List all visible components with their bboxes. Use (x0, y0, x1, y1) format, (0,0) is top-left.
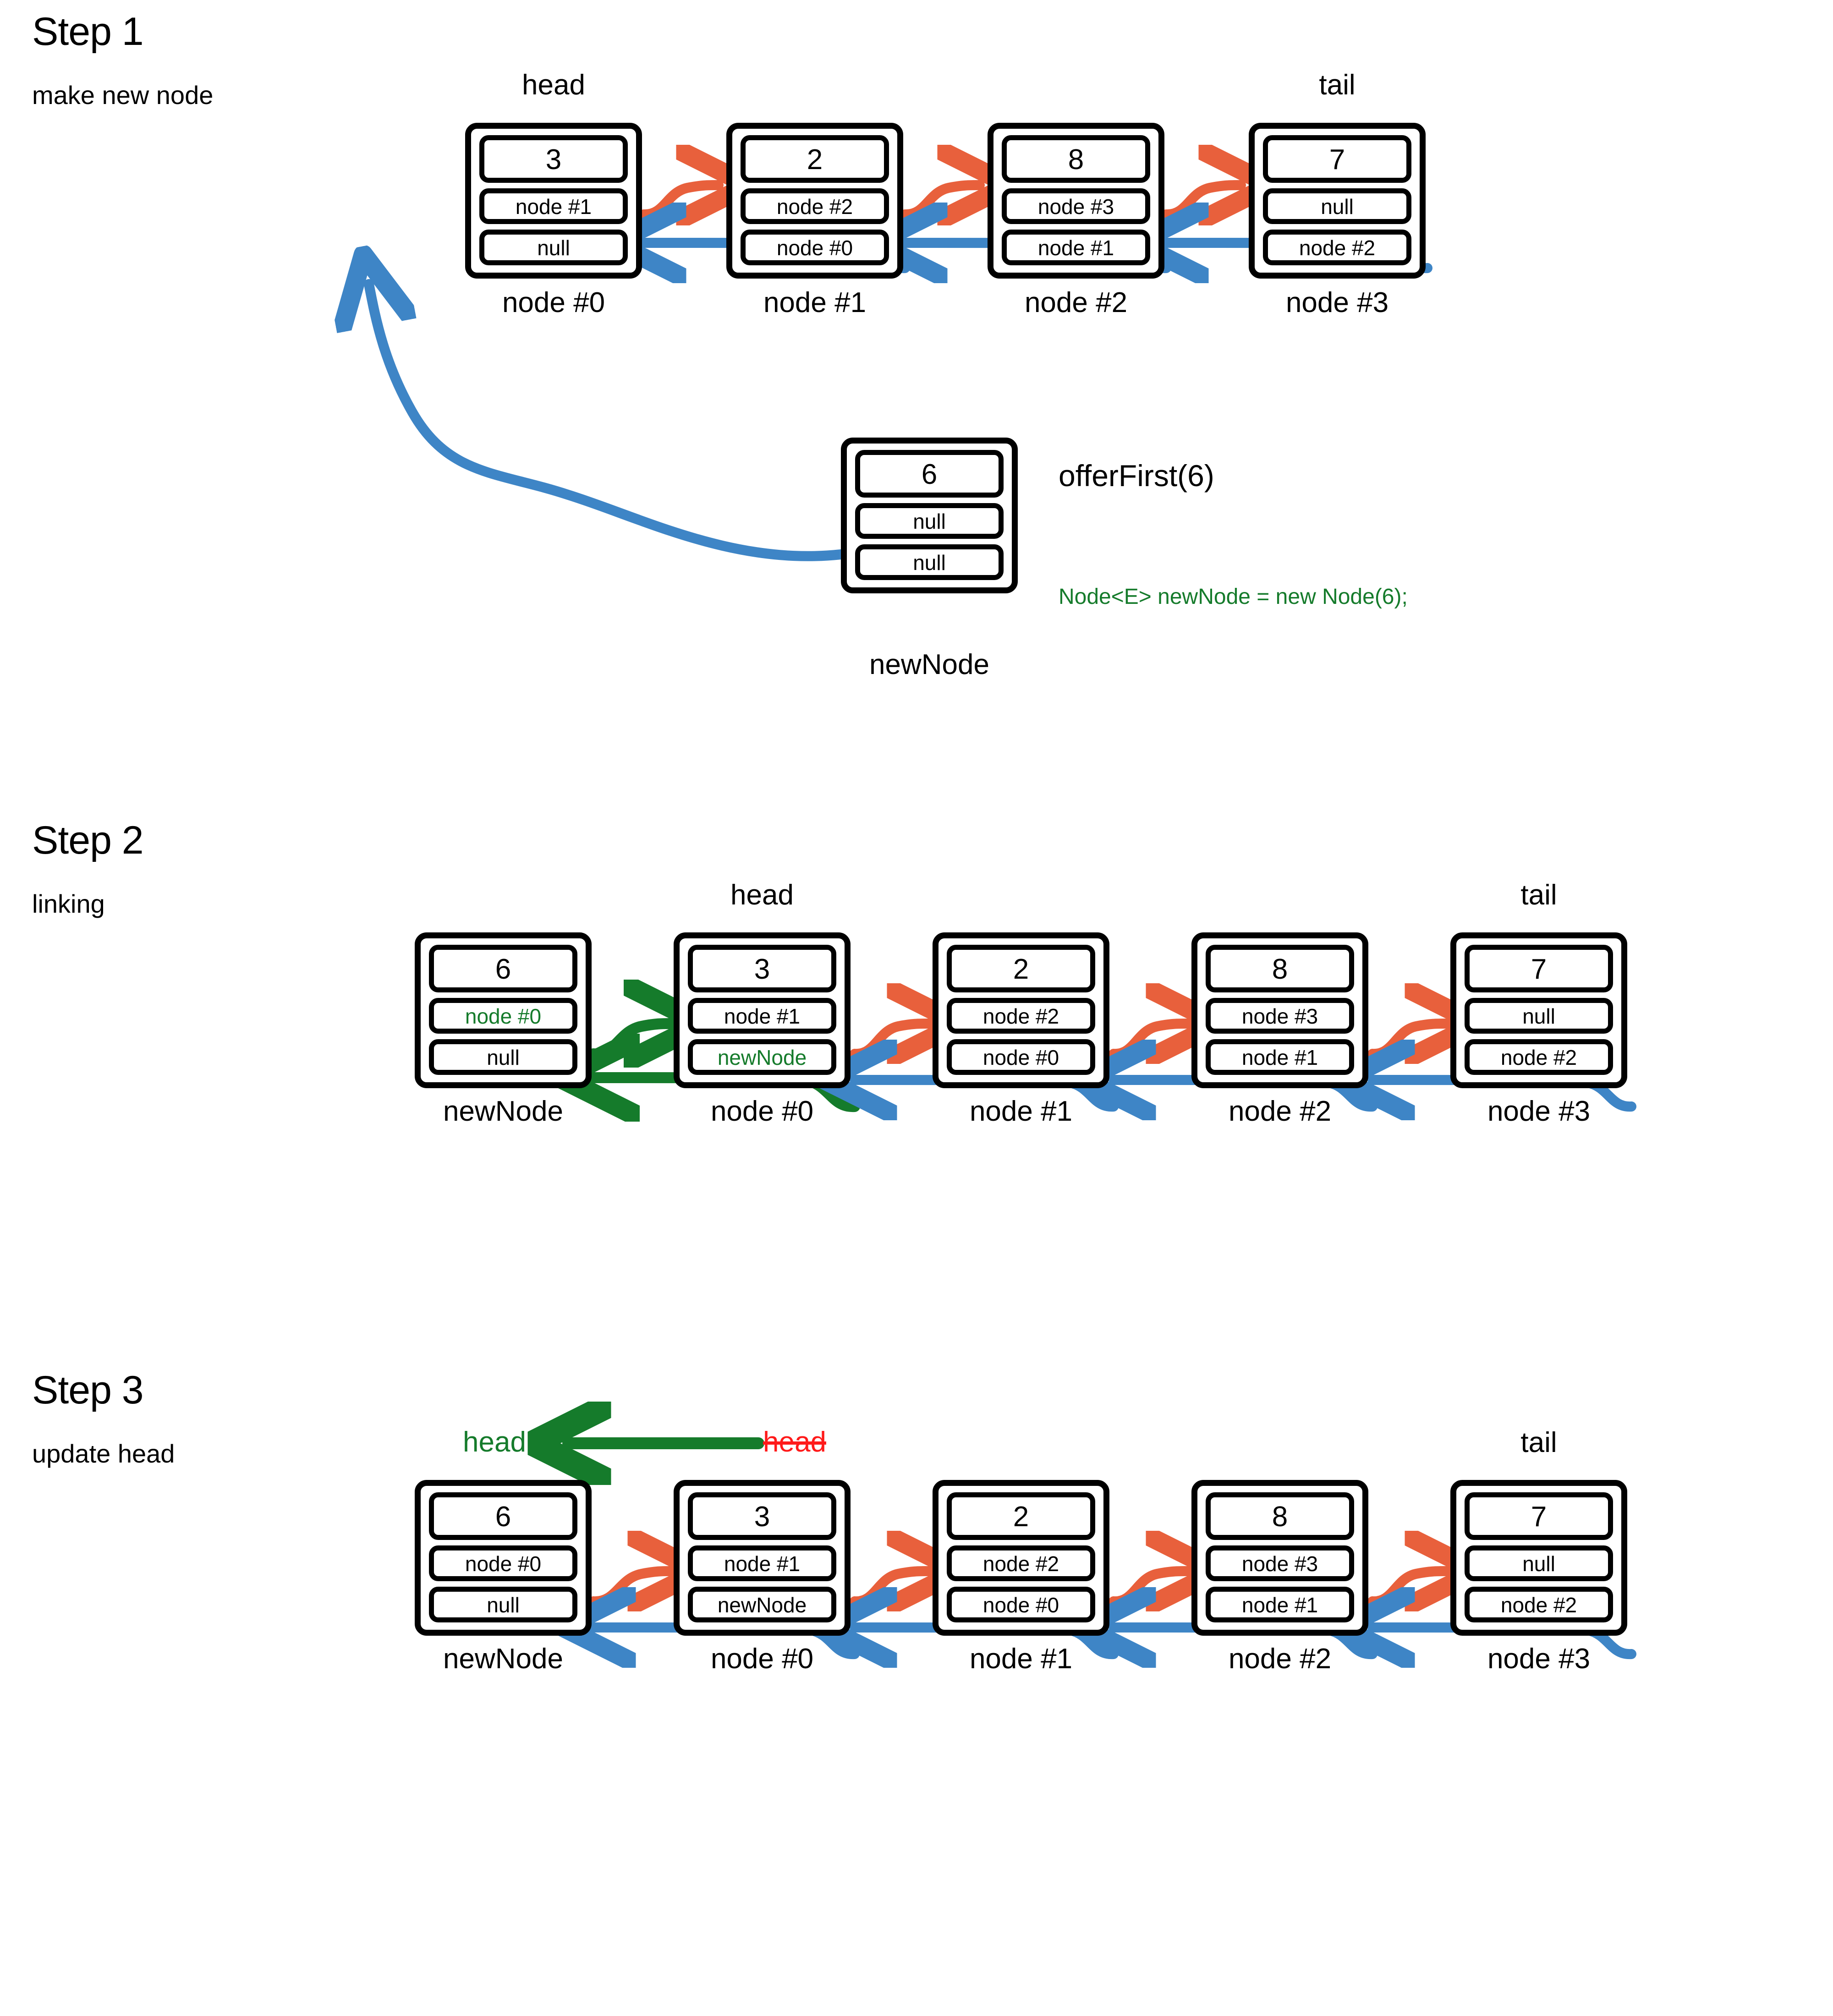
step3-node1-prev: node #0 (947, 1587, 1095, 1622)
step1-newnode-value: 6 (855, 450, 1004, 498)
step1-node3-top-label: tail (1319, 69, 1356, 101)
step2-node-2: 8 node #3 node #1 (1191, 932, 1368, 1088)
step1-node2-value: 8 (1002, 135, 1150, 183)
step2-node1-value: 2 (947, 945, 1095, 992)
step3-node1-value: 2 (947, 1492, 1095, 1540)
step3-node0-next: node #1 (688, 1545, 836, 1581)
step2-node3-next: null (1465, 998, 1613, 1034)
step2-node-1: 2 node #2 node #0 (933, 932, 1109, 1088)
step2-node3-value: 7 (1465, 945, 1613, 992)
step3-node2-next: node #3 (1206, 1545, 1354, 1581)
step2-node3-bottom-label: node #3 (1487, 1096, 1591, 1127)
step2-newnode-prev: null (429, 1039, 577, 1075)
step1-newnode-bottom-label: newNode (869, 649, 989, 680)
step2-node-0: 3 node #1 newNode (674, 932, 851, 1088)
step1-node-1: 2 node #2 node #0 (726, 123, 903, 279)
step2-node-3: 7 null node #2 (1450, 932, 1627, 1088)
step1-node3-prev: node #2 (1263, 230, 1411, 265)
step-2-subtitle: linking (32, 889, 105, 918)
step3-head-new-label: head (463, 1426, 526, 1458)
step1-newnode-link-arrow (369, 284, 846, 561)
step3-node3-bottom-label: node #3 (1487, 1643, 1591, 1675)
step3-node-0: 3 node #1 newNode (674, 1480, 851, 1636)
step2-node2-bottom-label: node #2 (1228, 1096, 1332, 1127)
step1-node3-bottom-label: node #3 (1285, 287, 1389, 318)
step3-node0-prev: newNode (688, 1587, 836, 1622)
step1-newnode-next: null (855, 503, 1004, 539)
step1-node0-value: 3 (479, 135, 628, 183)
step-1-subtitle: make new node (32, 81, 214, 110)
step1-node2-prev: node #1 (1002, 230, 1150, 265)
step1-node-2: 8 node #3 node #1 (988, 123, 1164, 279)
step3-node0-value: 3 (688, 1492, 836, 1540)
step-3-subtitle: update head (32, 1439, 175, 1468)
step3-node3-value: 7 (1465, 1492, 1613, 1540)
new-node-code-line: Node<E> newNode = new Node(6); (1059, 585, 1408, 609)
step-1-title: Step 1 (32, 10, 144, 54)
step2-node3-top-label: tail (1520, 879, 1557, 911)
step1-node1-bottom-label: node #1 (763, 287, 867, 318)
step1-newnode-prev: null (855, 544, 1004, 580)
step3-newnode-value: 6 (429, 1492, 577, 1540)
step1-node0-top-label: head (522, 69, 585, 101)
step3-node-2: 8 node #3 node #1 (1191, 1480, 1368, 1636)
step2-node1-prev: node #0 (947, 1039, 1095, 1075)
step1-node3-value: 7 (1263, 135, 1411, 183)
step3-node2-bottom-label: node #2 (1228, 1643, 1332, 1675)
step1-node1-value: 2 (741, 135, 889, 183)
step2-node0-next: node #1 (688, 998, 836, 1034)
step2-node1-next: node #2 (947, 998, 1095, 1034)
step2-node3-prev: node #2 (1465, 1039, 1613, 1075)
step2-node1-bottom-label: node #1 (969, 1096, 1073, 1127)
step3-node2-prev: node #1 (1206, 1587, 1354, 1622)
step2-node2-value: 8 (1206, 945, 1354, 992)
step2-newnode-bottom-label: newNode (443, 1096, 563, 1127)
step1-node2-next: node #3 (1002, 188, 1150, 224)
step3-newnode-prev: null (429, 1587, 577, 1622)
step3-node3-next: null (1465, 1545, 1613, 1581)
step1-node2-bottom-label: node #2 (1024, 287, 1128, 318)
step2-node0-value: 3 (688, 945, 836, 992)
step3-head-old-label: head (763, 1426, 826, 1458)
step1-node1-prev: node #0 (741, 230, 889, 265)
step1-node3-next: null (1263, 188, 1411, 224)
step3-newnode-bottom-label: newNode (443, 1643, 563, 1675)
step1-node-0: 3 node #1 null (465, 123, 642, 279)
step1-new-node: 6 null null (841, 438, 1018, 593)
step2-node0-bottom-label: node #0 (710, 1096, 814, 1127)
step1-node-3: 7 null node #2 (1249, 123, 1426, 279)
step1-node1-next: node #2 (741, 188, 889, 224)
step3-node1-bottom-label: node #1 (969, 1643, 1073, 1675)
step2-node0-top-label: head (730, 879, 794, 911)
step2-newnode-next: node #0 (429, 998, 577, 1034)
step3-node1-next: node #2 (947, 1545, 1095, 1581)
step2-node0-prev: newNode (688, 1039, 836, 1075)
offer-first-call-label: offerFirst(6) (1059, 459, 1214, 493)
step3-node2-value: 8 (1206, 1492, 1354, 1540)
step1-node0-bottom-label: node #0 (502, 287, 605, 318)
step3-node-3: 7 null node #2 (1450, 1480, 1627, 1636)
step3-new-node: 6 node #0 null (415, 1480, 592, 1636)
step1-node0-prev: null (479, 230, 628, 265)
step-3-title: Step 3 (32, 1368, 144, 1412)
step3-node3-top-label: tail (1520, 1427, 1557, 1458)
step-2-title: Step 2 (32, 818, 144, 862)
step2-node2-next: node #3 (1206, 998, 1354, 1034)
step2-newnode-value: 6 (429, 945, 577, 992)
step1-node0-next: node #1 (479, 188, 628, 224)
step3-node-1: 2 node #2 node #0 (933, 1480, 1109, 1636)
step2-new-node: 6 node #0 null (415, 932, 592, 1088)
step3-node3-prev: node #2 (1465, 1587, 1613, 1622)
step2-node2-prev: node #1 (1206, 1039, 1354, 1075)
step3-node0-bottom-label: node #0 (710, 1643, 814, 1675)
step3-newnode-next: node #0 (429, 1545, 577, 1581)
